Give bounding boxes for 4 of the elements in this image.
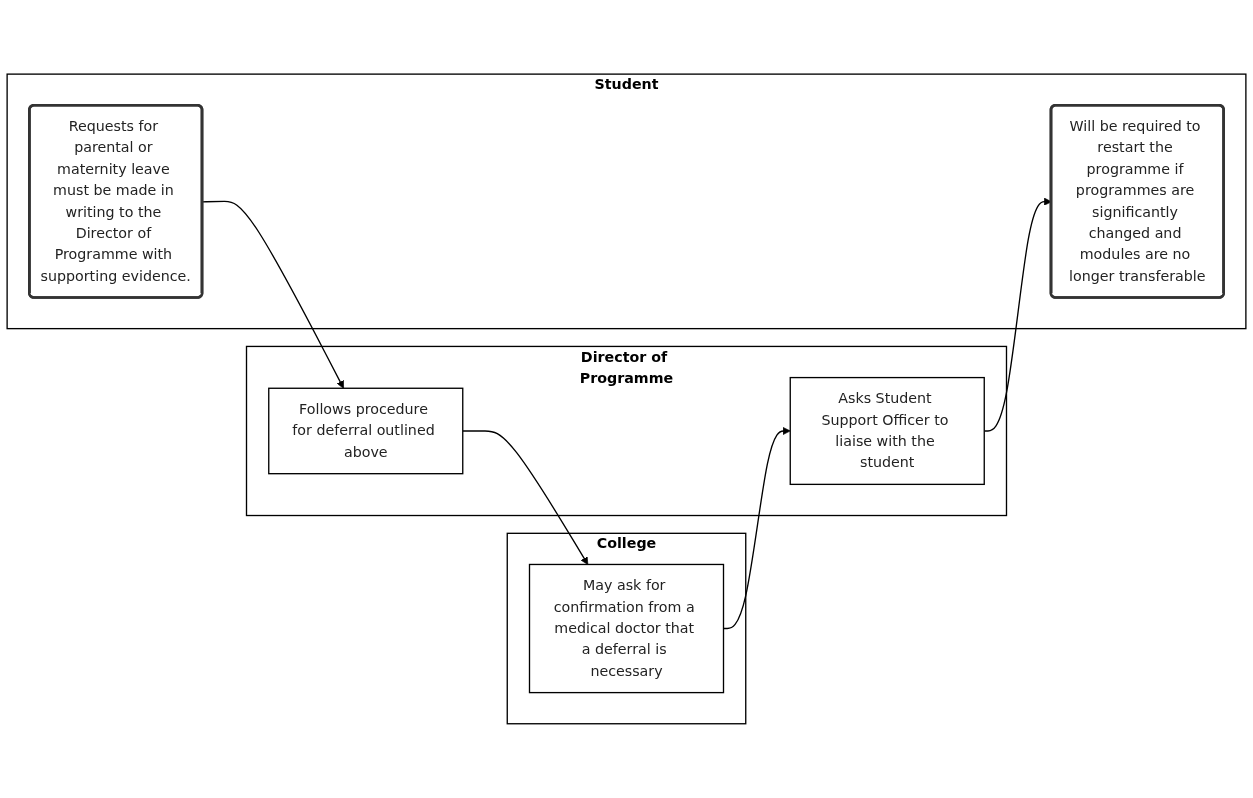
node-box: May ask for confirmation from a medical doctor that a deferral is necessary <box>528 563 725 694</box>
node-box: Asks Student Support Officer to liaise with the student <box>789 376 985 486</box>
arrow <box>462 430 589 565</box>
node-box: Follows procedure for deferral outlined above <box>268 387 464 475</box>
